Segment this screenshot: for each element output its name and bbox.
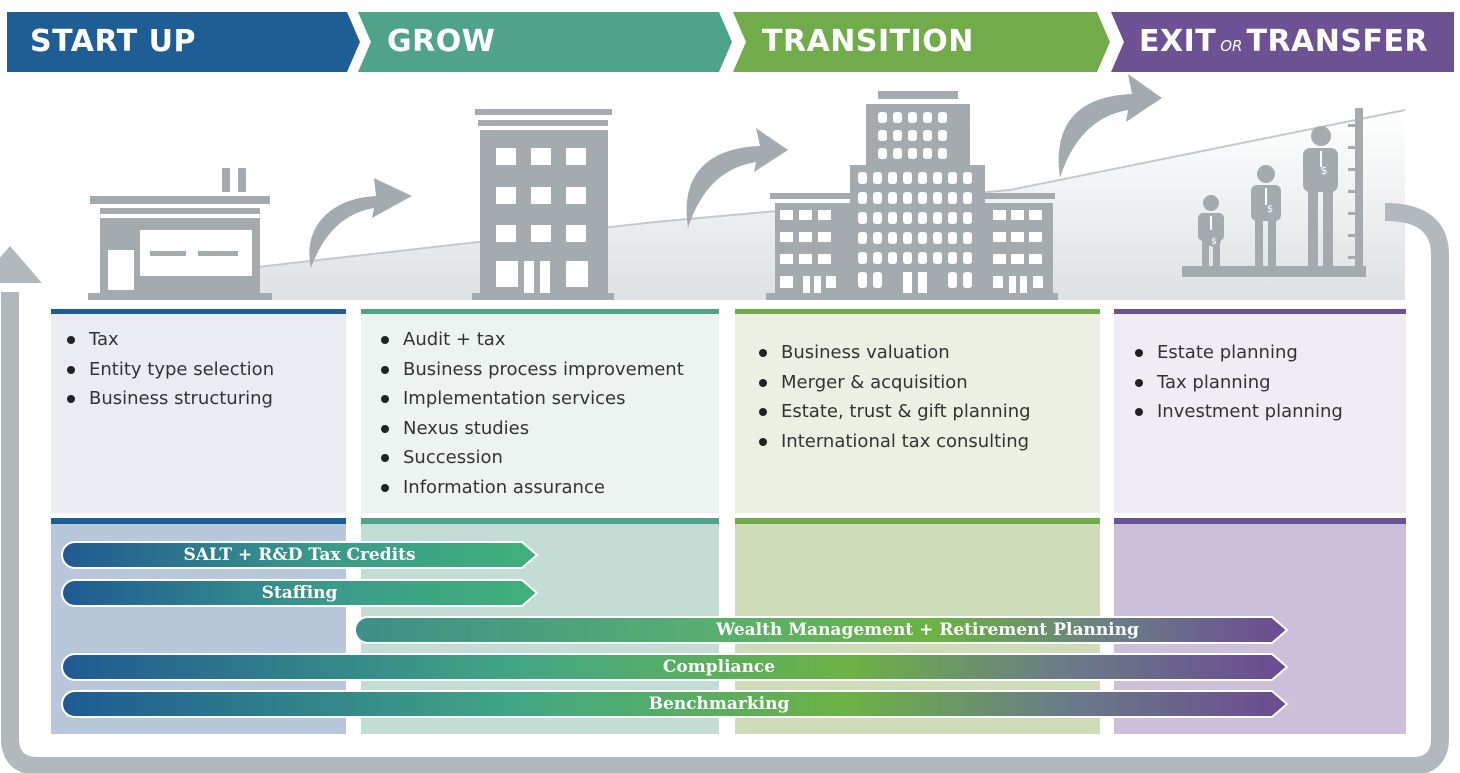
stage-title-exit-end: TRANSFER bbox=[1246, 24, 1429, 59]
stage-title-start-up-main: START UP bbox=[30, 24, 196, 59]
list-item: Information assurance bbox=[377, 473, 684, 503]
panel-rule-grow bbox=[361, 309, 719, 314]
stage-title-start-up: START UP bbox=[30, 12, 196, 72]
growth-arrow-icon bbox=[309, 74, 1162, 268]
bar-wealth-management bbox=[354, 616, 1289, 644]
svg-text:$: $ bbox=[1267, 204, 1273, 215]
list-item: Entity type selection bbox=[63, 355, 274, 385]
service-list-grow: Audit + tax Business process improvement… bbox=[377, 325, 684, 502]
list-item: Estate, trust & gift planning bbox=[755, 397, 1031, 427]
list-item: Business structuring bbox=[63, 384, 274, 414]
service-list-transition: Business valuation Merger & acquisition … bbox=[755, 338, 1031, 456]
panel-start-up bbox=[51, 313, 346, 513]
service-bars bbox=[61, 541, 1289, 718]
lower-rule-transition bbox=[735, 518, 1100, 524]
panel-rule-exit bbox=[1114, 309, 1406, 314]
list-item: Business valuation bbox=[755, 338, 1031, 368]
list-item: Tax planning bbox=[1131, 368, 1343, 398]
list-item: Implementation services bbox=[377, 384, 684, 414]
lower-rule-grow bbox=[361, 518, 719, 524]
list-item: Nexus studies bbox=[377, 414, 684, 444]
stage-title-exit-main: EXIT bbox=[1139, 24, 1217, 59]
stage-title-transition: TRANSITION bbox=[762, 12, 974, 72]
list-item: Estate planning bbox=[1131, 338, 1343, 368]
banner-start-up bbox=[7, 12, 360, 72]
bar-label-compliance: Compliance bbox=[662, 657, 776, 677]
list-item: Audit + tax bbox=[377, 325, 684, 355]
stage-banners bbox=[7, 12, 1454, 72]
panel-exit bbox=[1114, 313, 1406, 513]
svg-text:$: $ bbox=[1211, 237, 1217, 247]
banner-grow bbox=[358, 12, 732, 72]
panel-rule-transition bbox=[735, 309, 1100, 314]
panel-transition bbox=[735, 313, 1100, 513]
bar-label-salt-rd: SALT + R&D Tax Credits bbox=[183, 545, 416, 565]
stage-title-grow: GROW bbox=[387, 12, 495, 72]
bar-label-benchmarking: Benchmarking bbox=[648, 694, 790, 714]
skyscraper-group-icon bbox=[766, 91, 1058, 300]
list-item: International tax consulting bbox=[755, 427, 1031, 457]
list-item: Succession bbox=[377, 443, 684, 473]
bar-label-wealth: Wealth Management + Retirement Planning bbox=[716, 620, 1139, 640]
banner-transition bbox=[733, 12, 1110, 72]
bar-compliance bbox=[61, 653, 1289, 681]
list-item: Business process improvement bbox=[377, 355, 684, 385]
bar-benchmarking bbox=[61, 690, 1289, 718]
stage-title-exit-or: OR bbox=[1220, 37, 1243, 55]
people-growth-icon: $ $ $ bbox=[1182, 108, 1366, 277]
office-building-icon bbox=[472, 109, 614, 300]
list-item: Merger & acquisition bbox=[755, 368, 1031, 398]
lower-rule-start-up bbox=[51, 518, 346, 524]
banner-exit-or-transfer bbox=[1111, 12, 1454, 72]
stage-title-grow-main: GROW bbox=[387, 24, 496, 59]
list-item: Investment planning bbox=[1131, 397, 1343, 427]
svg-text:$: $ bbox=[1321, 164, 1328, 177]
list-item: Tax bbox=[63, 325, 274, 355]
bar-label-staffing: Staffing bbox=[261, 583, 338, 603]
bar-staffing bbox=[61, 579, 539, 607]
stage-title-transition-main: TRANSITION bbox=[762, 24, 974, 59]
service-list-start-up: Tax Entity type selection Business struc… bbox=[63, 325, 274, 414]
cycle-arrow-icon bbox=[0, 203, 1449, 773]
panel-grow bbox=[361, 313, 719, 513]
factory-icon bbox=[88, 168, 272, 300]
panel-rule-start-up bbox=[51, 309, 346, 314]
service-list-exit: Estate planning Tax planning Investment … bbox=[1131, 338, 1343, 427]
lower-rule-exit bbox=[1114, 518, 1406, 524]
bar-salt-rd-tax-credits bbox=[61, 541, 539, 569]
